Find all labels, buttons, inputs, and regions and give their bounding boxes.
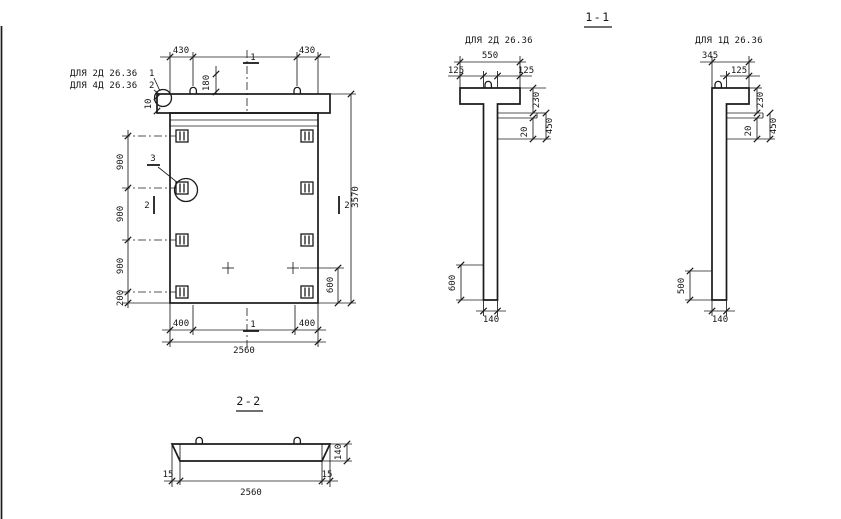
embed-plates: [175, 129, 314, 299]
dim-500: 500: [677, 278, 687, 294]
callout-leader-line: [153, 77, 161, 92]
dim-140: 140: [712, 315, 728, 325]
detail-3-label: 3: [150, 154, 155, 164]
callout-leader-line: [153, 89, 160, 95]
dim-345: 345: [702, 51, 718, 61]
variant-b-outline: [711, 87, 750, 301]
main-elevation-view: ДЛЯ 2Д 26.36 1 ДЛЯ 4Д 26.36 2 3 430 430: [70, 46, 361, 356]
dim-beam-10: 10: [144, 93, 161, 115]
dim-bottom: 400 400 2560: [162, 303, 326, 356]
dim-230: 230: [756, 92, 766, 108]
callout-detail-circle: [153, 88, 173, 108]
callout-label-2: ДЛЯ 4Д 26.36: [70, 81, 137, 91]
callout-label-1: ДЛЯ 2Д 26.36: [70, 69, 137, 79]
dim-beam-180: 180: [202, 66, 220, 96]
variant-a-dims: 550 125 125 230 450 20: [448, 51, 555, 325]
dim-430-right: 430: [299, 46, 315, 56]
fixing-cross-marks: [222, 262, 299, 274]
dim-125-right: 125: [518, 66, 534, 76]
dim-3570: 3570: [351, 186, 361, 208]
dim-230: 230: [532, 92, 542, 108]
callout-ref-1: 1: [149, 69, 154, 79]
lifting-loop-icon: [484, 80, 493, 89]
callout-ref-2: 2: [149, 81, 154, 91]
dim-15-left: 15: [163, 470, 174, 480]
slab-dims: 140 15 15 2560: [163, 440, 352, 498]
lifting-loop-icon: [195, 436, 204, 445]
section-line-2: 2 2: [144, 196, 350, 214]
dim-125: 125: [731, 66, 747, 76]
detail-3-leader: [157, 166, 179, 184]
section-marker-1-bottom: 1: [250, 320, 255, 330]
panel-outline: [169, 112, 319, 304]
section-variant-b: ДЛЯ 1Д 26.36 345 125 230: [677, 36, 779, 325]
section-line-1: 1 1: [243, 50, 259, 350]
variant-b-label: ДЛЯ 1Д 26.36: [695, 36, 762, 46]
lifting-loop-icon: [189, 86, 198, 95]
section-variant-a: ДЛЯ 2Д 26.36 550 125 125: [448, 36, 555, 325]
lifting-loop-icon: [293, 86, 302, 95]
dim-2560: 2560: [240, 488, 262, 498]
dim-200: 200: [116, 290, 126, 306]
dim-15-right: 15: [322, 470, 333, 480]
dim-20: 20: [744, 126, 754, 137]
section-2-2-view: 2-2 140 15 15 2560: [163, 394, 352, 498]
dim-550: 550: [482, 51, 498, 61]
section-1-1-title: 1-1: [585, 10, 610, 24]
dim-2560: 2560: [233, 346, 255, 356]
dim-450: 450: [545, 118, 555, 134]
section-1-1-view: 1-1 ДЛЯ 2Д 26.36 550 125 125: [448, 10, 779, 325]
section-marker-2-left: 2: [144, 201, 149, 211]
dim-top: 430 430: [160, 46, 330, 94]
section-2-2-title: 2-2: [236, 394, 261, 408]
dim-400-left: 400: [173, 319, 189, 329]
dim-600: 600: [448, 275, 458, 291]
lifting-loop-icon: [714, 80, 723, 89]
dim-900-3: 900: [116, 258, 126, 274]
dim-430-left: 430: [173, 46, 189, 56]
variant-b-dims: 345 125 230 450 20 500: [677, 51, 779, 325]
dim-140: 140: [483, 315, 499, 325]
slab-outline: [170, 443, 332, 462]
dim-left-chain: 900 900 900 200: [116, 130, 176, 308]
detail-3-circle: [173, 177, 199, 203]
dim-450: 450: [769, 118, 779, 134]
detail-3-callout: 3: [147, 154, 179, 184]
dim-900-1: 900: [116, 154, 126, 170]
lifting-loop-icon: [293, 436, 302, 445]
dim-900-2: 900: [116, 206, 126, 222]
dim-125-left: 125: [448, 66, 464, 76]
capital-beam: [156, 93, 331, 114]
dim-600: 600: [326, 277, 336, 293]
variant-a-outline: [459, 87, 521, 301]
dim-180: 180: [202, 75, 212, 91]
dim-20: 20: [520, 127, 530, 138]
section-marker-2-right: 2: [344, 201, 349, 211]
dim-right: 600 3570: [300, 90, 361, 307]
section-marker-1-top: 1: [250, 53, 255, 63]
callout-labels: ДЛЯ 2Д 26.36 1 ДЛЯ 4Д 26.36 2: [70, 69, 161, 95]
dim-10: 10: [144, 99, 154, 110]
variant-a-label: ДЛЯ 2Д 26.36: [465, 36, 532, 46]
dim-400-right: 400: [299, 319, 315, 329]
dim-140: 140: [334, 444, 344, 460]
